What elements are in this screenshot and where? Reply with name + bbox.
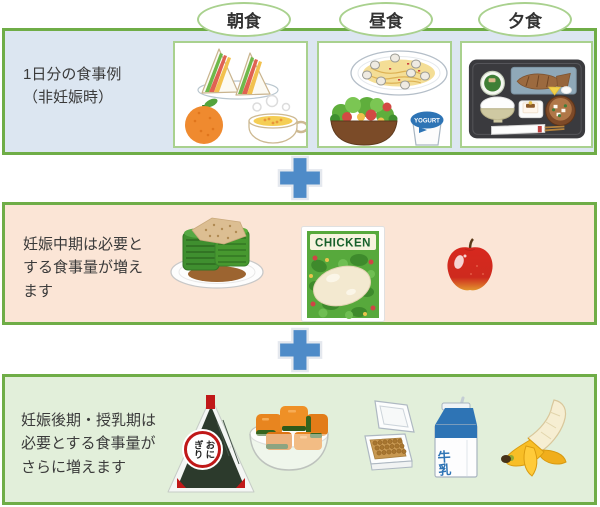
salad-bowl-icon	[330, 97, 398, 146]
yogurt-label: YOGURT	[414, 119, 440, 125]
breakfast-illustration	[185, 48, 309, 144]
bubble-lunch: 昼食	[339, 2, 433, 37]
corn-soup-icon	[248, 94, 309, 144]
simmered-pumpkin-illustration	[249, 406, 329, 471]
bubble-dinner-label: 夕食	[508, 12, 542, 31]
section-daily-meals-label: 1日分の食事例 （非妊娠時）	[23, 66, 122, 107]
bubble-breakfast: 朝食	[197, 2, 291, 37]
lunch-panel: YOGURT	[317, 41, 452, 148]
onigiri-label: おに ぎり	[191, 440, 215, 459]
apple-illustration	[447, 238, 493, 291]
section-late-pregnancy-label: 妊娠後期・授乳期は 必要とする食事量が さらに増えます	[21, 412, 157, 476]
sandwich-plate-icon	[197, 48, 279, 100]
bubble-dinner: 夕食	[478, 2, 572, 37]
salad-chicken-package-illustration: CHICKEN	[301, 226, 385, 322]
breakfast-panel	[173, 41, 309, 148]
milk-carton-illustration	[434, 396, 478, 478]
chicken-label: CHICKEN	[315, 238, 371, 250]
plus-icon	[277, 327, 323, 373]
section-mid-pregnancy: 妊娠中期は必要と する食事量が増え ます	[2, 202, 597, 325]
clam-pasta-icon	[350, 50, 448, 96]
milk-label: 牛乳	[435, 449, 452, 477]
yogurt-cup-icon: YOGURT	[410, 111, 444, 146]
spinach-ohitashi-illustration	[170, 217, 264, 289]
onigiri-wrapper-badge: おに ぎり	[184, 431, 221, 468]
natto-pack-illustration	[364, 400, 415, 471]
dinner-illustration	[468, 59, 586, 139]
banana-illustration	[501, 399, 567, 477]
set-meal-tray-icon	[468, 59, 586, 139]
bubble-breakfast-label: 朝食	[227, 12, 261, 31]
section-mid-pregnancy-label: 妊娠中期は必要と する食事量が増え ます	[23, 236, 144, 300]
dinner-panel	[460, 41, 593, 148]
plus-icon	[277, 155, 323, 201]
bubble-lunch-label: 昼食	[369, 12, 403, 31]
lunch-illustration: YOGURT	[330, 50, 448, 146]
mandarin-orange-icon	[185, 98, 223, 144]
